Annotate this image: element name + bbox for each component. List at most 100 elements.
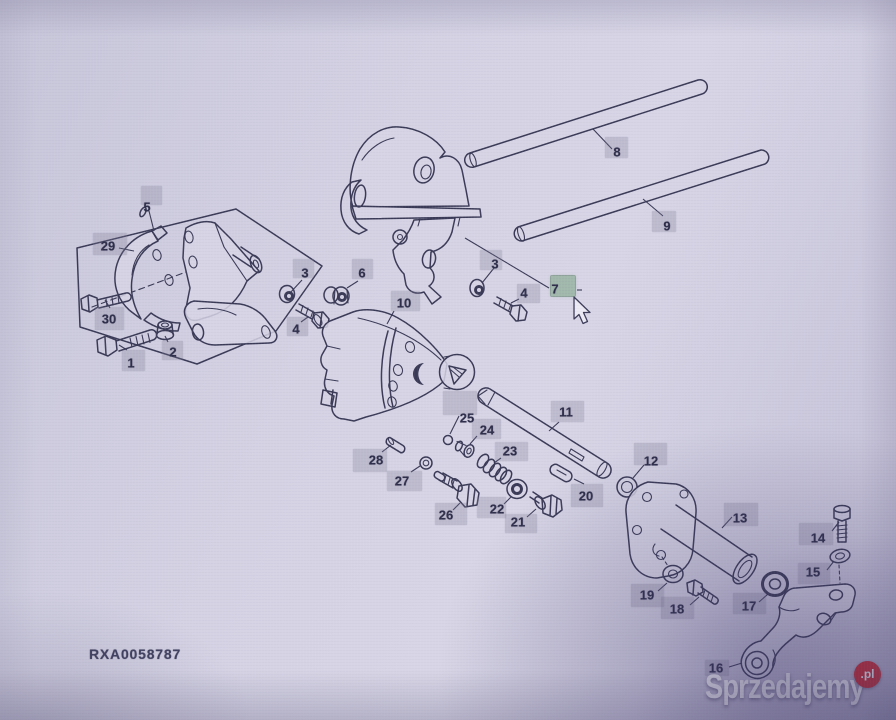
part-label-4[interactable] (517, 284, 540, 303)
leader-line-4 (300, 316, 309, 323)
part-shaft-11 (477, 387, 612, 479)
part-label-8[interactable] (605, 137, 628, 158)
leader-line-11 (548, 421, 560, 432)
leader-line-30 (104, 299, 111, 309)
part-label-3[interactable] (480, 250, 502, 270)
leader-line-24 (469, 435, 478, 445)
part-code: RXA0058787 (89, 646, 182, 662)
part-label-4[interactable] (287, 317, 308, 336)
leader-line-28 (381, 444, 392, 453)
part-label-number-9: 9 (663, 218, 671, 234)
part-label-21[interactable] (505, 514, 537, 533)
part-valve-26 (433, 470, 480, 508)
leader-line-5 (148, 210, 155, 232)
part-main-casting (320, 309, 476, 422)
leader-line-12 (632, 464, 645, 479)
part-label-12[interactable] (634, 443, 667, 465)
part-label-28[interactable] (353, 449, 387, 472)
part-bolt-18 (686, 579, 719, 605)
part-label-20[interactable] (571, 484, 603, 507)
part-label-27[interactable] (387, 471, 422, 491)
part-label-number-5: 5 (143, 199, 151, 215)
part-yoke-casting (340, 126, 482, 305)
leader-line-14 (831, 521, 840, 532)
part-label-2[interactable] (162, 341, 183, 360)
part-nut-2 (155, 320, 175, 341)
part-label-3[interactable] (293, 259, 314, 278)
part-spring-23 (476, 453, 513, 485)
part-label-number-3: 3 (301, 265, 309, 281)
watermark-tld-badge: .pl (854, 661, 881, 688)
part-rod-8 (464, 78, 708, 169)
leader-line-18 (689, 596, 700, 606)
leader-line-4 (510, 298, 520, 304)
part-label-14[interactable] (799, 523, 833, 545)
part-label-30[interactable] (95, 307, 124, 330)
leader-line-8 (592, 128, 613, 150)
leader-line-25 (449, 415, 460, 435)
part-bushing-17 (761, 571, 789, 597)
leader-line-21 (526, 508, 537, 518)
leader-line-15 (826, 560, 835, 571)
part-washer-19 (662, 564, 684, 584)
part-label-17[interactable] (733, 593, 766, 614)
part-label-7[interactable] (551, 276, 575, 296)
part-bushing-3-left (278, 284, 296, 304)
leader-line-19 (657, 582, 668, 592)
part-label-1[interactable] (122, 350, 145, 371)
part-washer-27 (419, 456, 433, 470)
part-label-number-4: 4 (520, 285, 528, 301)
part-plug-21 (529, 491, 563, 518)
part-label-24[interactable] (472, 419, 501, 439)
part-label-18[interactable] (661, 597, 694, 619)
part-label-number-1: 1 (127, 355, 135, 371)
part-label-number-21: 21 (510, 514, 526, 530)
part-label-9[interactable] (652, 211, 676, 232)
part-pin-28 (385, 436, 406, 454)
part-label-16[interactable] (705, 660, 729, 676)
part-label-number-13: 13 (732, 510, 748, 526)
leader-line-6 (346, 280, 359, 289)
watermark-text: Sprzedajemy (705, 668, 865, 706)
part-washer-15 (829, 548, 851, 584)
leader-line-3 (289, 279, 303, 294)
part-label-6[interactable] (352, 259, 373, 279)
part-label-number-23: 23 (502, 443, 518, 459)
leader-line-17 (758, 593, 769, 603)
watermark: Sprzedajemy .pl (705, 661, 896, 706)
part-label-number-10: 10 (396, 295, 412, 311)
part-label-19[interactable] (631, 584, 664, 607)
part-label-5[interactable] (141, 186, 162, 205)
leader-line-23 (493, 457, 502, 464)
leader-line-2 (164, 335, 169, 343)
assembly-outline (76, 208, 323, 365)
part-ring-22 (506, 478, 528, 500)
part-rod-9 (513, 149, 770, 242)
part-label-23[interactable] (495, 442, 528, 461)
part-label-26[interactable] (435, 503, 467, 525)
part-label-number-28: 28 (368, 452, 384, 468)
part-bushing-3-right (469, 278, 485, 298)
leader-line-3 (481, 267, 495, 284)
part-label-number-7: 7 (551, 281, 559, 297)
part-label-25[interactable] (443, 391, 477, 415)
part-label-13[interactable] (724, 503, 758, 526)
part-label-11[interactable] (551, 401, 584, 422)
part-label-number-26: 26 (438, 507, 454, 523)
part-lower-block (183, 300, 278, 346)
part-bolt-14 (833, 504, 851, 543)
part-label-number-8: 8 (613, 144, 621, 160)
part-label-29[interactable] (93, 233, 127, 255)
part-label-22[interactable] (477, 497, 506, 518)
part-label-15[interactable] (798, 563, 830, 584)
leader-line-27 (410, 465, 421, 473)
part-label-10[interactable] (391, 291, 420, 311)
leader-line-22 (503, 496, 512, 505)
part-label-number-15: 15 (805, 564, 821, 580)
leader-line-7 (464, 237, 550, 289)
part-label-number-16: 16 (708, 660, 724, 676)
part-label-number-12: 12 (643, 453, 659, 469)
part-label-number-22: 22 (489, 501, 505, 517)
